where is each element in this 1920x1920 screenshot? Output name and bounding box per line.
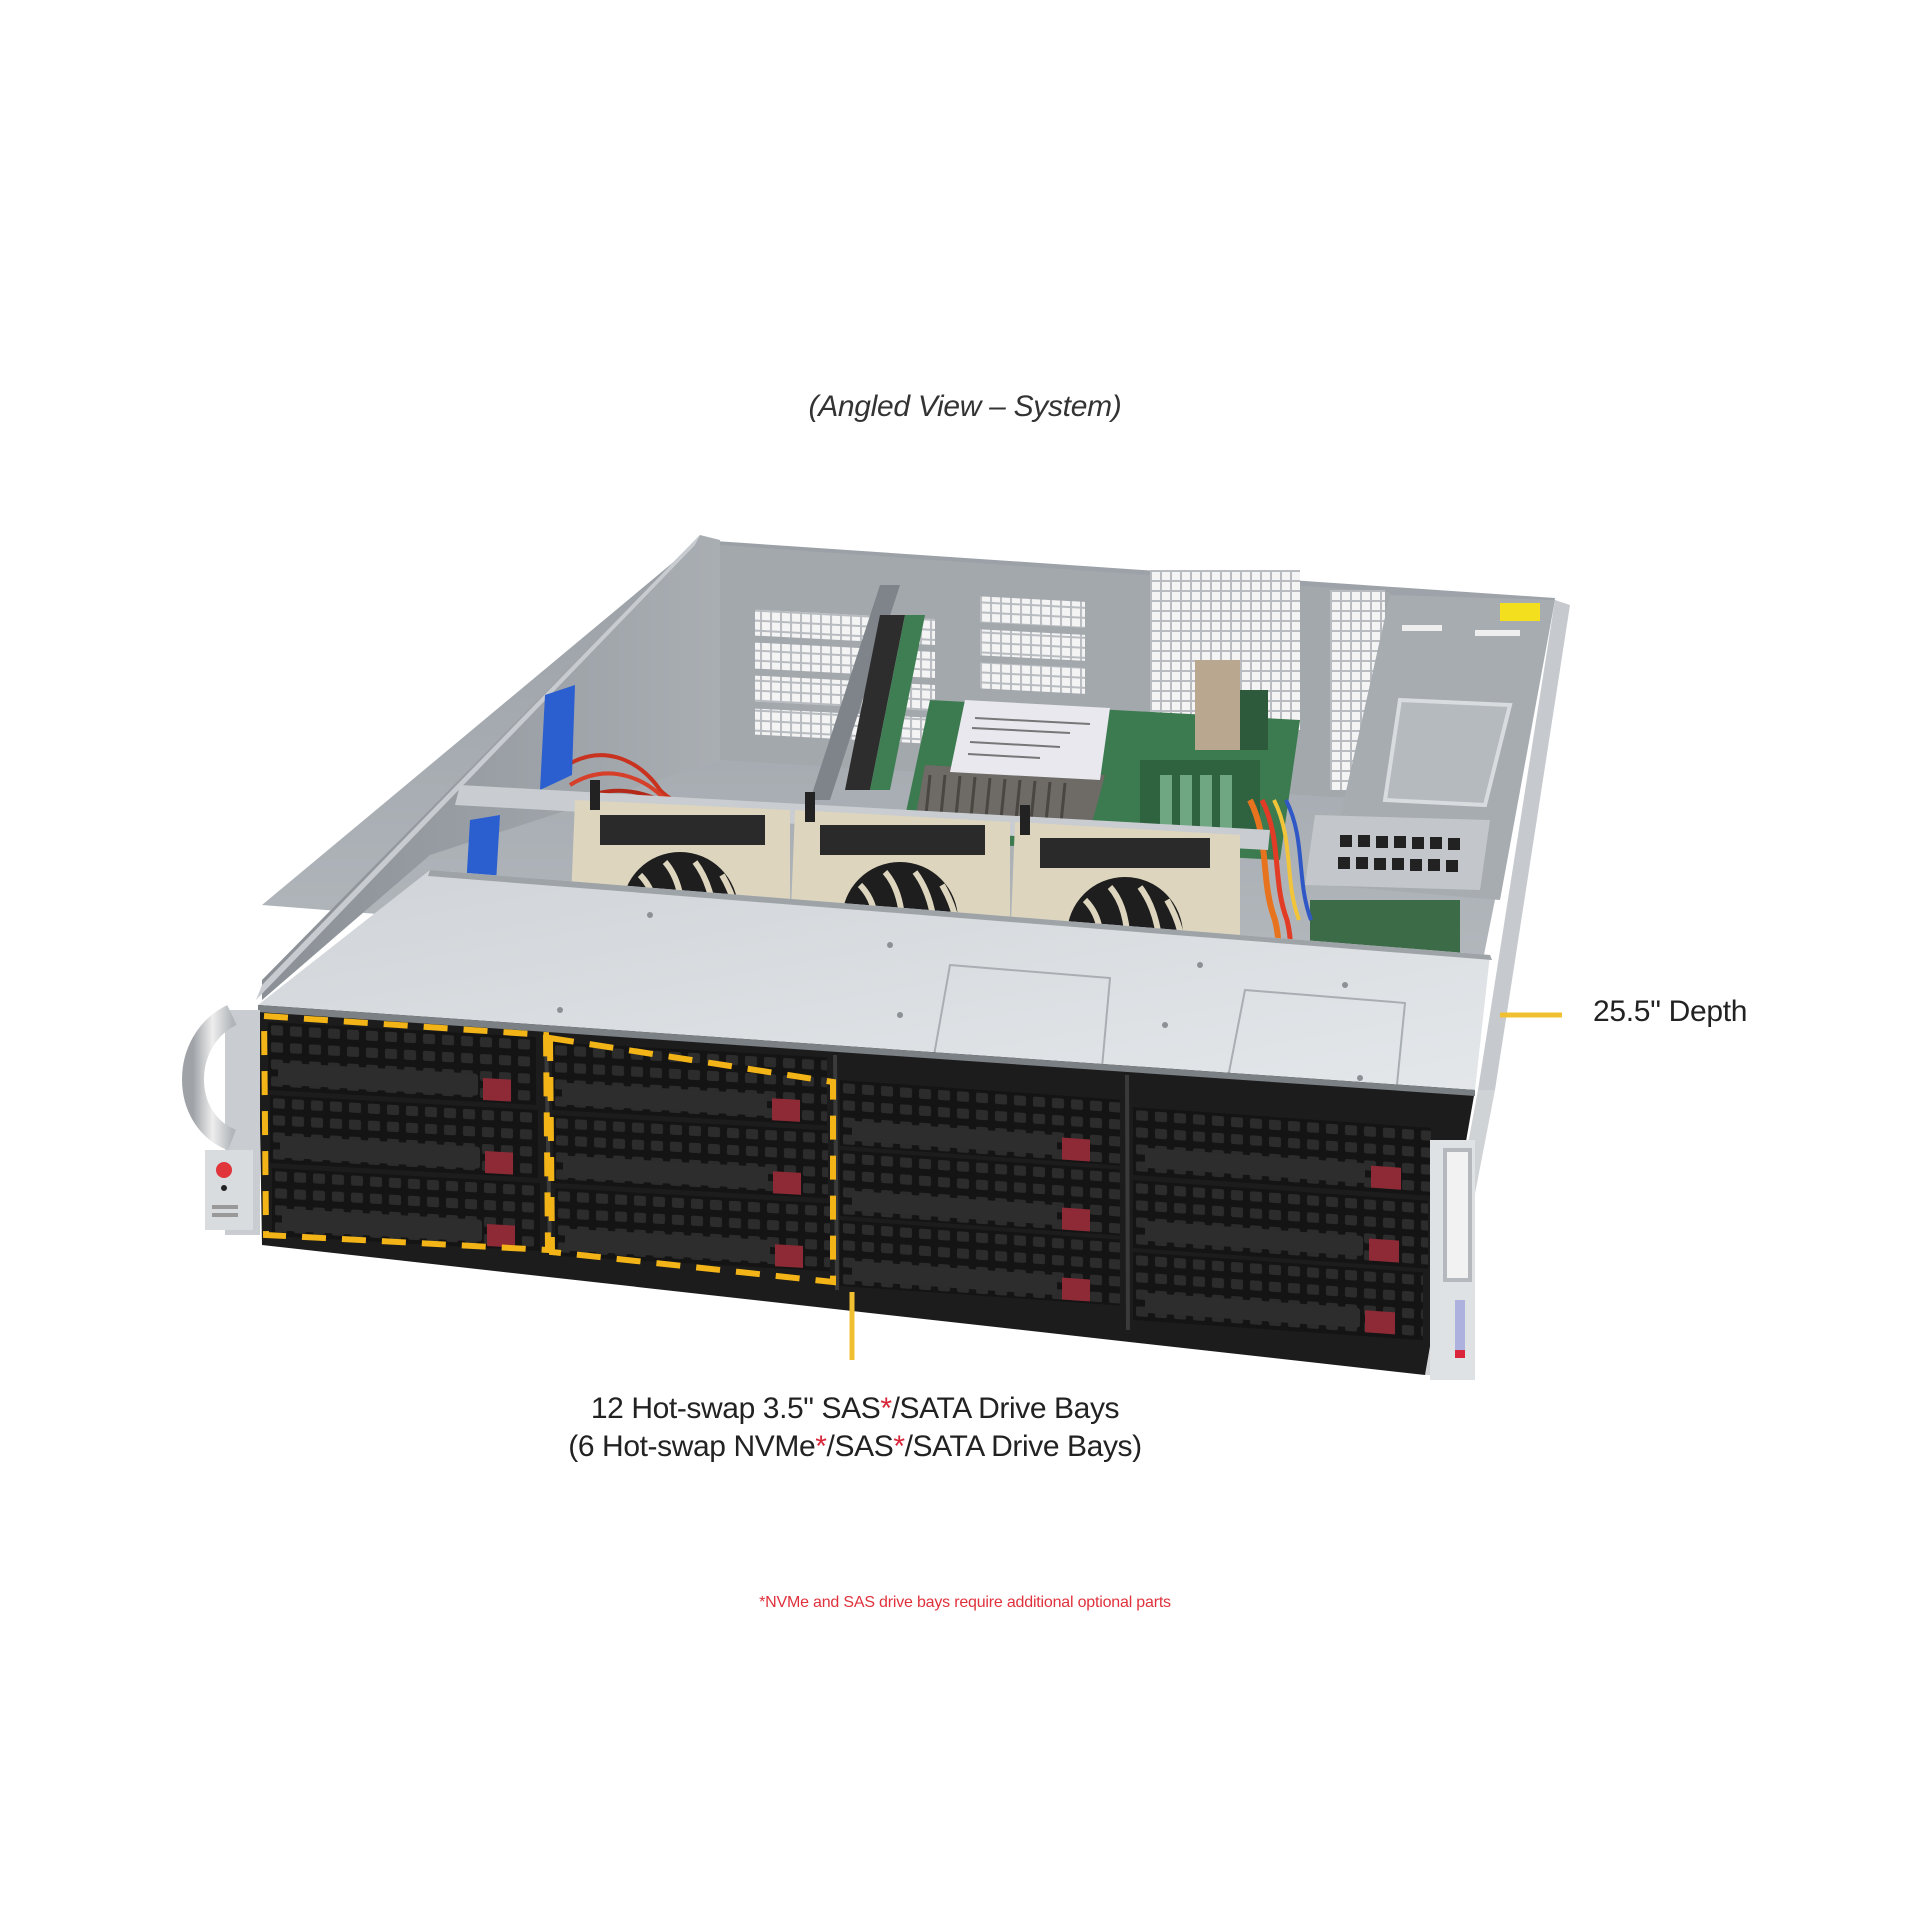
drive-latch [772,1098,800,1122]
asterisk-marker: * [815,1430,827,1463]
drive-latch [775,1244,803,1268]
drive-latch [485,1151,513,1175]
riser-card [845,615,905,790]
drive-bay [840,1220,1120,1306]
drive-latch [1371,1165,1401,1190]
drive-bay [1133,1252,1423,1341]
drive-bay [555,1188,830,1272]
right-rack-ear [1430,1140,1475,1380]
asterisk-marker: * [893,1430,905,1463]
highlight-col-2 [546,1034,836,1286]
drive-bay [268,1022,536,1105]
footnote: *NVMe and SAS drive bays require additio… [759,1594,1171,1611]
fan-3-latch [1020,805,1030,835]
blue-cable-holder [540,685,575,790]
fan-1-latch [590,780,600,810]
drive-bay [1133,1180,1428,1269]
depth-callout-label: 25.5" Depth [1593,995,1748,1028]
drive-latch [1062,1137,1090,1162]
view-caption: (Angled View – System) [808,390,1122,423]
lid-screws [557,912,1363,1081]
drive-bay [1133,1107,1431,1196]
drive-bay [552,1042,827,1126]
drive-bay-col-2 [552,1042,830,1272]
left-rack-ear [182,1005,260,1235]
drive-latch [1062,1277,1090,1302]
chassis-left-wall [262,535,720,1000]
drive-bays-caption-line-2: (6 Hot-swap NVMe*/SAS*/SATA Drive Bays) [440,1428,1270,1466]
fan-2-latch [805,792,815,822]
pcie-slots-right [980,596,1085,694]
highlight-col-1 [260,1012,552,1254]
caption-text: (6 Hot-swap NVMe [568,1430,816,1463]
psu-vent [1305,815,1490,890]
drive-latch [1369,1238,1399,1263]
caption-text: /SAS [826,1430,894,1463]
drive-bay [270,1095,538,1178]
drive-bays-caption-line-1: 12 Hot-swap 3.5" SAS*/SATA Drive Bays [440,1390,1270,1428]
drive-bay [840,1080,1120,1166]
front-lid [258,870,1490,1090]
asterisk-marker: * [880,1392,892,1425]
brand-label [1455,1300,1465,1355]
drive-bay-col-3 [840,1080,1120,1306]
psu-warning-label [1500,603,1540,621]
power-button [216,1162,232,1178]
caption-text: 12 Hot-swap 3.5" SAS [590,1392,881,1425]
drive-bays [268,1022,1431,1341]
cpu-heatsink [915,700,1110,834]
drive-bays-caption: 12 Hot-swap 3.5" SAS*/SATA Drive Bays (6… [440,1390,1270,1466]
caption-text: /SATA Drive Bays [891,1392,1120,1425]
drive-latch [483,1078,511,1102]
drive-bay [840,1150,1120,1236]
drive-bay [272,1168,540,1251]
drive-latch [487,1224,515,1248]
right-side-rail [1478,600,1570,1090]
drive-latch [773,1171,801,1195]
drive-latch [1062,1207,1090,1232]
cpu-label [950,700,1110,780]
drive-latch [1365,1310,1395,1335]
nvme-bay-highlight [260,1012,836,1286]
drive-bay-col-4 [1133,1107,1431,1341]
drive-bay-col-1 [268,1022,540,1251]
drive-bay [553,1115,828,1199]
caption-text: /SATA Drive Bays) [904,1430,1143,1463]
